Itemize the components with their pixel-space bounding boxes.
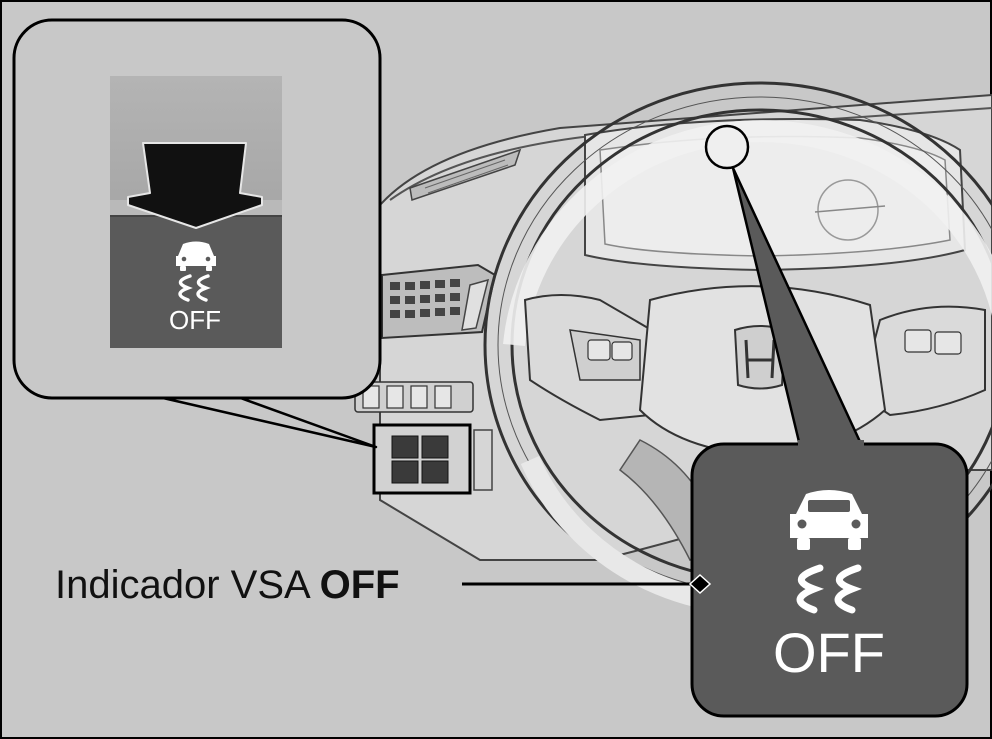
side-air-vent [381,263,497,340]
button-off-text: OFF [169,305,221,335]
vsa-icon-button [176,241,216,302]
vsa-switch-highlight [372,423,493,495]
switch-row [354,381,474,413]
indicator-off-text: OFF [773,621,885,684]
callout-label: Indicador VSA OFF [55,563,400,607]
brand-emblem [733,325,787,390]
indicator-inset: OFF [690,166,969,718]
press-arrow-icon [127,142,263,229]
indicator-locator-circle [704,124,750,170]
defroster-vent [409,148,522,201]
vsa-icon-indicator [790,490,868,614]
callout: Indicador VSA OFF [55,563,712,607]
button-inset: OFF [12,18,382,449]
callout-label-bold: OFF [320,563,400,607]
callout-diamond-marker [688,573,712,595]
callout-label-prefix: Indicador VSA [55,563,320,607]
gauge [817,179,879,241]
dashboard-illustration [354,81,992,615]
